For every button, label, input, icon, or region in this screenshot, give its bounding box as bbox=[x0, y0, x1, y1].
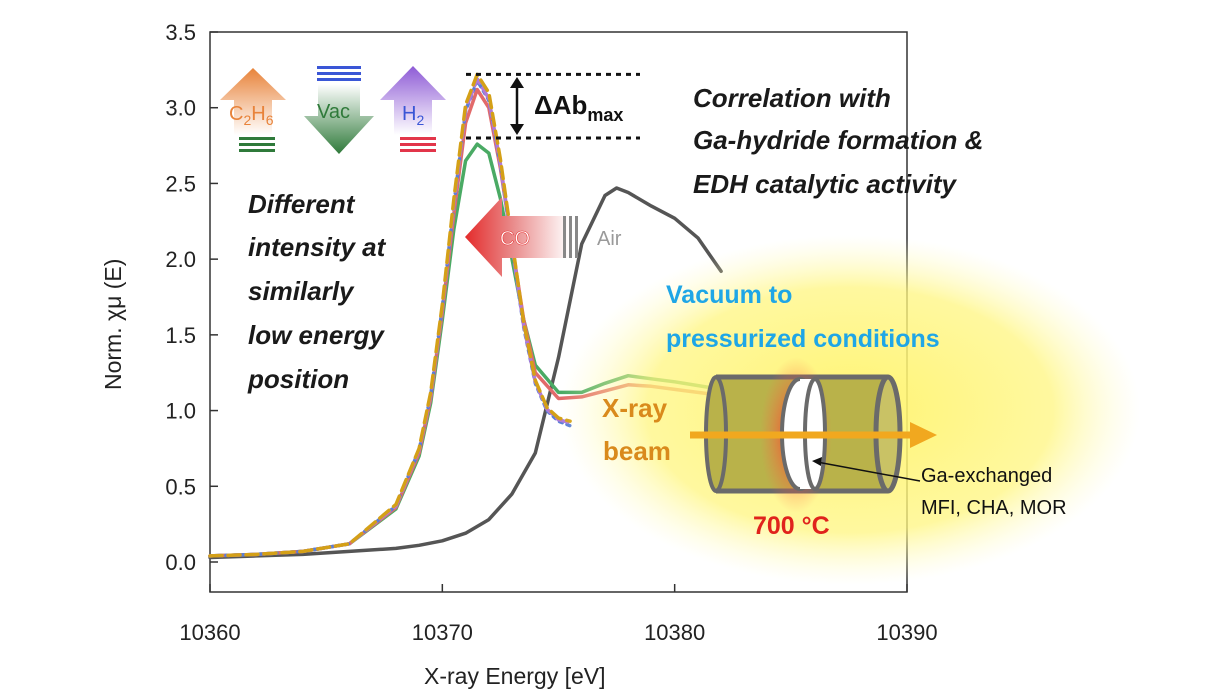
vac-label: Vac bbox=[317, 101, 350, 123]
delta-arrow-up-head bbox=[510, 77, 524, 88]
different-line-4: low energy bbox=[248, 320, 385, 350]
x-tick-label: 10370 bbox=[412, 620, 473, 645]
y-tick-label: 2.5 bbox=[165, 171, 196, 196]
sample-line-2: MFI, CHA, MOR bbox=[921, 497, 1067, 519]
series-line-air bbox=[208, 186, 723, 560]
y-axis-title: Norm. χμ (E) bbox=[100, 259, 126, 390]
y-tick-label: 3.0 bbox=[165, 96, 196, 121]
co-label: CO bbox=[500, 228, 530, 250]
x-axis-title: X-ray Energy [eV] bbox=[424, 663, 606, 689]
x-axis-ticks: 10360 10370 10380 10390 bbox=[179, 584, 938, 645]
conditions-line-2: pressurized conditions bbox=[666, 325, 940, 353]
correlation-line-1: Correlation with bbox=[693, 83, 891, 113]
y-tick-label: 0.0 bbox=[165, 550, 196, 575]
y-tick-label: 2.0 bbox=[165, 247, 196, 272]
different-line-2: intensity at bbox=[248, 232, 387, 262]
h2-arrow-icon bbox=[380, 66, 446, 152]
y-axis-ticks: 0.0 0.5 1.0 1.5 2.0 2.5 3.0 3.5 bbox=[165, 20, 218, 575]
co-arrow-icon bbox=[465, 197, 578, 277]
beam-line-1: X-ray bbox=[602, 393, 668, 423]
beam-arrowhead-icon bbox=[910, 422, 937, 448]
correlation-line-3: EDH catalytic activity bbox=[693, 169, 958, 199]
delta-ab-label: ΔAbmax bbox=[534, 90, 623, 125]
x-tick-label: 10380 bbox=[644, 620, 705, 645]
different-line-1: Different bbox=[248, 189, 356, 219]
c2h6-label: C2H6 bbox=[229, 103, 274, 128]
h2-label: H2 bbox=[402, 103, 424, 128]
different-line-3: similarly bbox=[248, 276, 355, 306]
delta-arrow-down-head bbox=[510, 124, 524, 135]
vacuum-arrow-icon bbox=[304, 66, 374, 154]
x-tick-label: 10390 bbox=[876, 620, 937, 645]
sample-pointer-line bbox=[816, 461, 921, 482]
sample-line-1: Ga-exchanged bbox=[921, 465, 1052, 487]
y-tick-label: 1.0 bbox=[165, 399, 196, 424]
y-tick-label: 0.5 bbox=[165, 474, 196, 499]
conditions-line-1: Vacuum to bbox=[666, 281, 792, 309]
y-tick-label: 3.5 bbox=[165, 20, 196, 45]
series-line-spectrum-5 bbox=[208, 72, 572, 558]
beam-line-2: beam bbox=[603, 436, 671, 466]
temperature-label: 700 °C bbox=[753, 512, 830, 540]
y-tick-label: 1.5 bbox=[165, 323, 196, 348]
c2h6-arrow-icon bbox=[220, 68, 286, 152]
sample-pointer-head bbox=[812, 457, 822, 466]
air-label: Air bbox=[597, 228, 622, 250]
x-tick-label: 10360 bbox=[179, 620, 240, 645]
different-line-5: position bbox=[247, 364, 349, 394]
correlation-line-2: Ga-hydride formation & bbox=[693, 125, 983, 155]
